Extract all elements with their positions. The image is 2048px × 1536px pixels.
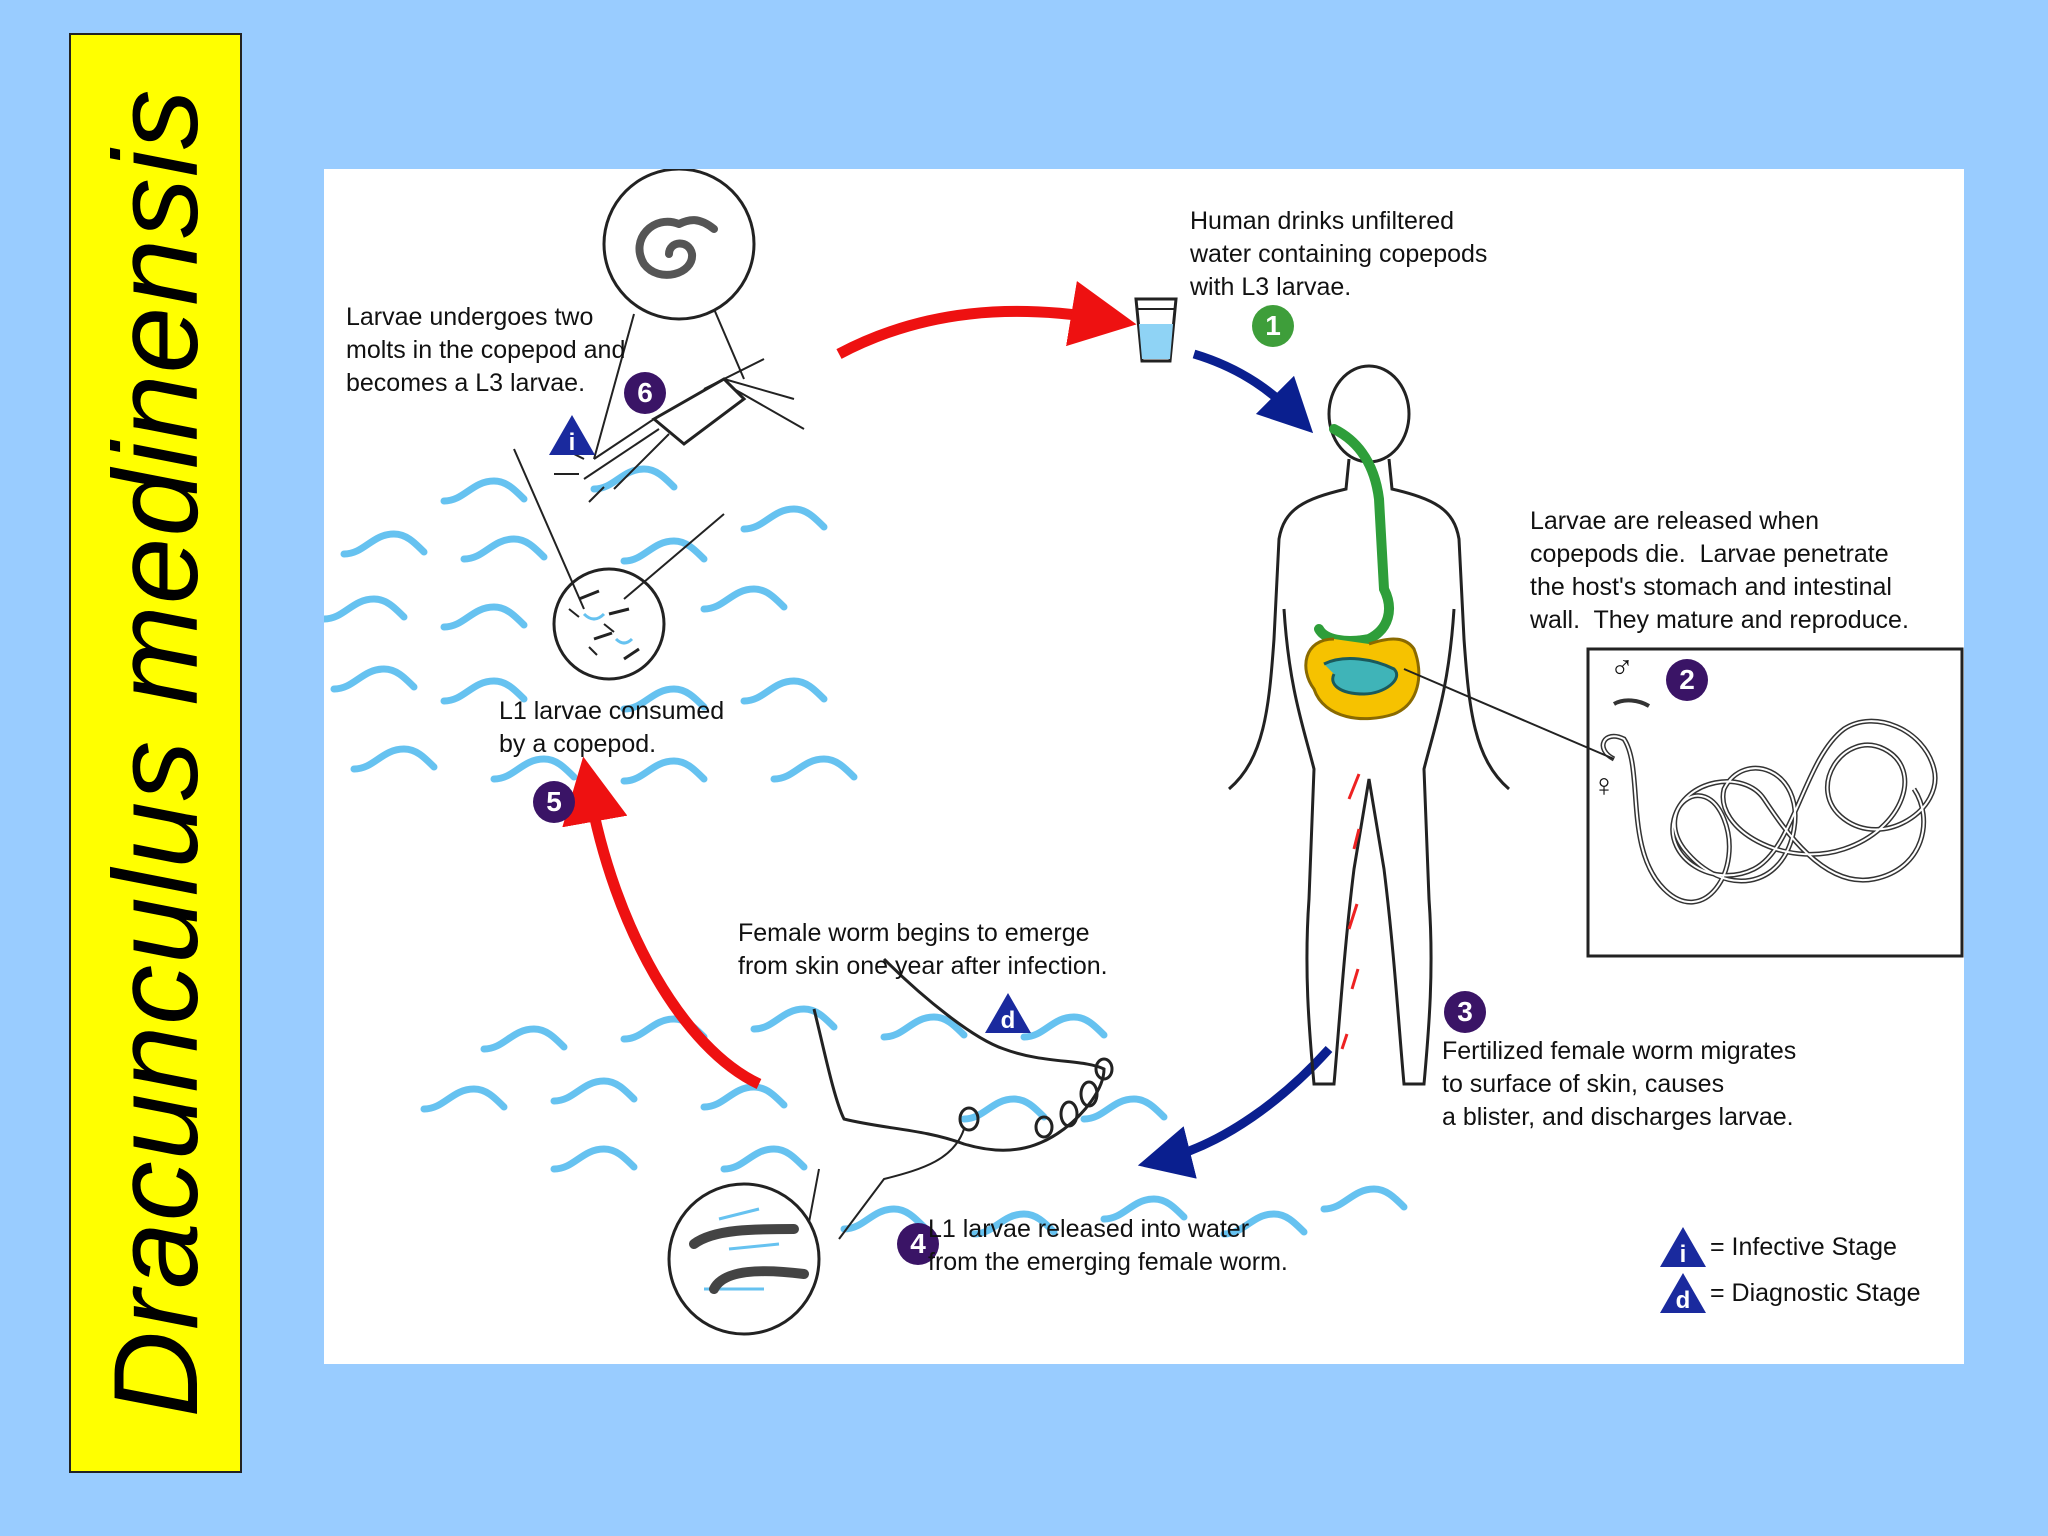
legend-diagnostic-icon: d xyxy=(1658,1271,1708,1315)
step-3-badge: 3 xyxy=(1444,991,1486,1033)
step-4-badge: 4 xyxy=(897,1223,939,1265)
arrow-6-to-1 xyxy=(836,281,1137,359)
legend-infective-icon: i xyxy=(1658,1225,1708,1269)
diagram-artwork xyxy=(324,169,1964,1336)
l1-larvae-magnifier xyxy=(667,1182,821,1336)
triangle-icon xyxy=(1660,1227,1706,1267)
male-symbol: ♂ xyxy=(1610,649,1634,685)
arrow-3-to-4 xyxy=(1137,1045,1333,1179)
digestive-tract xyxy=(1304,424,1421,1050)
female-symbol: ♀ xyxy=(1592,767,1616,803)
legend-infective-label: = Infective Stage xyxy=(1710,1233,1897,1261)
diagnostic-stage-marker: d xyxy=(983,991,1033,1035)
step-6-caption: Larvae undergoes two molts in the copepo… xyxy=(346,303,626,397)
water-glass xyxy=(1134,297,1178,363)
step-1-caption: Human drinks unfiltered water containing… xyxy=(1190,207,1488,301)
emergence-caption: Female worm begins to emerge from skin o… xyxy=(738,919,1108,980)
step-2-badge: 2 xyxy=(1666,659,1708,701)
step-6-badge: 6 xyxy=(624,372,666,414)
human-figure xyxy=(1228,364,1510,1086)
step-2-caption: Larvae are released when copepods die. L… xyxy=(1530,507,1909,634)
adult-worms-box xyxy=(1403,647,1964,958)
water-waves-bottom xyxy=(424,1009,1404,1234)
copepod xyxy=(554,358,805,503)
foot xyxy=(803,957,1114,1250)
triangle-icon xyxy=(1660,1273,1706,1313)
l3-larva-magnifier xyxy=(593,169,756,460)
triangle-icon xyxy=(985,993,1031,1033)
step-3-caption: Fertilized female worm migrates to surfa… xyxy=(1442,1037,1797,1131)
step-5-badge: 5 xyxy=(533,781,575,823)
triangle-icon xyxy=(549,415,595,455)
arrow-1-to-2 xyxy=(1192,349,1314,434)
step-1-badge: 1 xyxy=(1252,305,1294,347)
infective-stage-marker: i xyxy=(547,413,597,457)
life-cycle-diagram: Human drinks unfiltered water containing… xyxy=(324,169,1964,1364)
arrow-4-to-5 xyxy=(562,756,762,1089)
slide-title: Dracunculus medinensis xyxy=(88,88,223,1418)
title-box: Dracunculus medinensis xyxy=(69,33,242,1473)
step-4-caption: L1 larvae released into water from the e… xyxy=(928,1215,1288,1276)
legend-diagnostic-label: = Diagnostic Stage xyxy=(1710,1279,1921,1307)
step-5-caption: L1 larvae consumed by a copepod. xyxy=(499,697,725,758)
copepods-magnifier xyxy=(513,448,725,681)
